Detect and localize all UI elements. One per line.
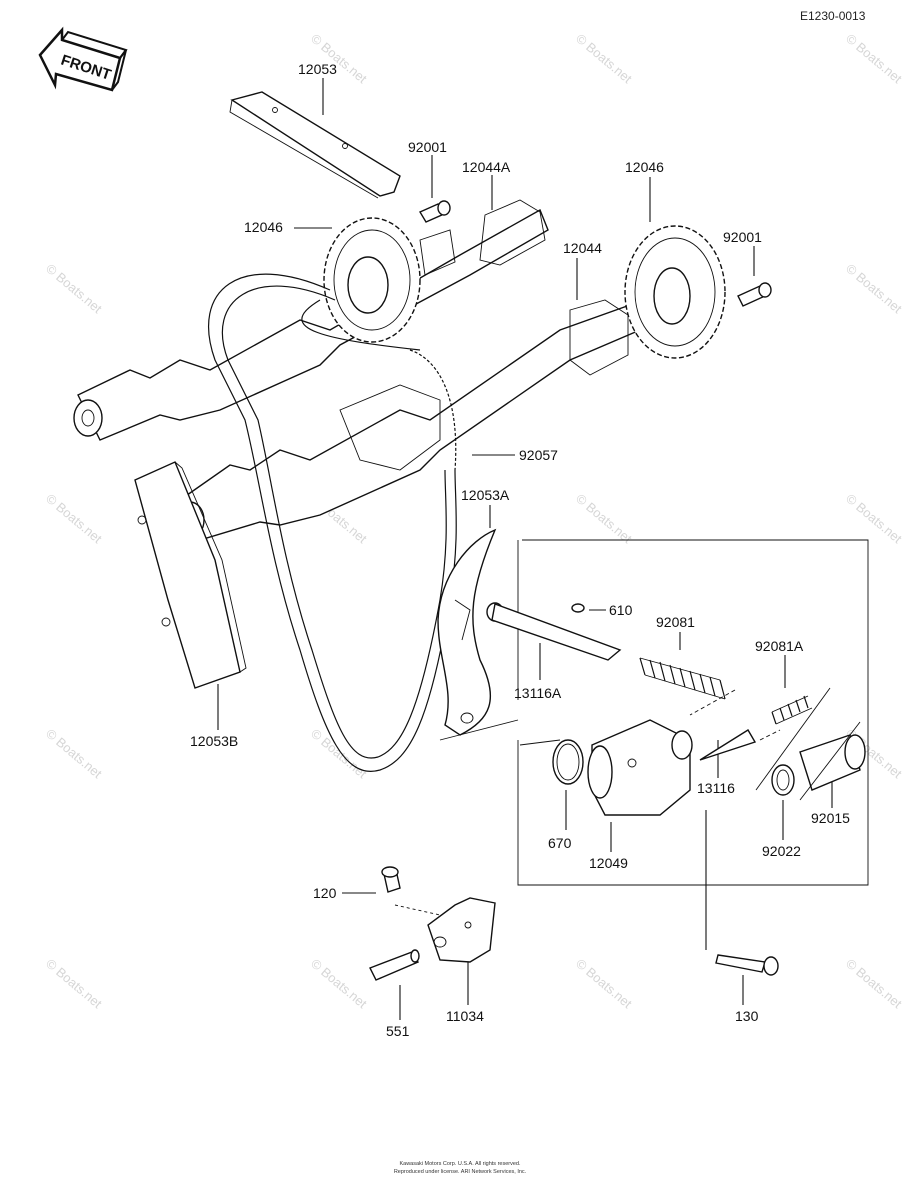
part-label-610: 610 (609, 602, 633, 618)
part-label-12046: 12046 (244, 219, 283, 235)
part-label-11034: 11034 (446, 1008, 484, 1024)
watermark: © Boats.net (573, 956, 635, 1012)
watermark: © Boats.net (573, 491, 635, 547)
spring-large (639, 657, 736, 716)
part-label-120: 120 (313, 885, 337, 901)
watermark: © Boats.net (843, 956, 905, 1012)
watermark: © Boats.net (573, 31, 635, 87)
watermark: © Boats.net (43, 261, 105, 317)
part-label-13116a: 13116A (514, 685, 562, 701)
part-label-92081a: 92081A (755, 638, 804, 654)
bolt-icon (381, 866, 441, 916)
watermark: © Boats.net (308, 31, 370, 87)
part-label-12053: 12053 (298, 61, 337, 77)
part-label-12044a: 12044A (462, 159, 511, 175)
part-label-92081: 92081 (656, 614, 695, 630)
watermark: © Boats.net (308, 956, 370, 1012)
watermark: © Boats.net (43, 956, 105, 1012)
part-labels: 12053 92001 12044A 12046 12046 12044 920… (190, 61, 850, 1039)
sprocket-left (323, 217, 421, 343)
pin (699, 729, 781, 761)
reference-code: E1230-0013 (800, 9, 866, 23)
part-label-12044: 12044 (563, 240, 602, 256)
ball-icon (571, 603, 585, 613)
part-label-12053a: 12053A (461, 487, 510, 503)
part-label-551: 551 (386, 1023, 410, 1039)
bracket (427, 897, 496, 963)
watermark: © Boats.net (43, 491, 105, 547)
part-label-92057: 92057 (519, 447, 558, 463)
watermark: © Boats.net (843, 261, 905, 317)
bolt-icon (737, 282, 772, 307)
footer-copyright: Kawasaki Motors Corp. U.S.A. All rights … (399, 1161, 521, 1167)
watermark: © Boats.net (843, 31, 905, 87)
part-label-13116: 13116 (697, 780, 735, 796)
camshaft-upper (73, 199, 549, 441)
part-label-92001: 92001 (408, 139, 447, 155)
push-rod (486, 602, 622, 661)
part-label-12046: 12046 (625, 159, 664, 175)
cap (755, 687, 866, 801)
part-label-12053b: 12053B (190, 733, 238, 749)
part-label-130: 130 (735, 1008, 759, 1024)
tensioner-assembly-box (439, 539, 869, 886)
washer (771, 764, 795, 796)
watermark: © Boats.net (843, 491, 905, 547)
spring-small (771, 695, 813, 725)
sprocket-right (624, 225, 726, 359)
watermark: © Boats.net (308, 726, 370, 782)
chain-guide-tensioner (437, 528, 497, 736)
part-label-92015: 92015 (811, 810, 850, 826)
part-label-12049: 12049 (589, 855, 628, 871)
dowel-pin (369, 949, 420, 981)
part-label-92022: 92022 (762, 843, 801, 859)
front-arrow-icon: FRONT (38, 26, 128, 92)
o-ring (519, 739, 584, 785)
bolt-icon (418, 200, 451, 223)
leader-lines (217, 78, 833, 1020)
chain-guide-rear (134, 461, 247, 689)
bolt-icon (715, 954, 779, 976)
part-label-670: 670 (548, 835, 572, 851)
chain-guide-top (229, 91, 401, 199)
part-label-92001: 92001 (723, 229, 762, 245)
tensioner-body (587, 719, 693, 816)
footer-license: Reproduced under license. ARI Network Se… (394, 1169, 527, 1175)
watermark: © Boats.net (43, 726, 105, 782)
